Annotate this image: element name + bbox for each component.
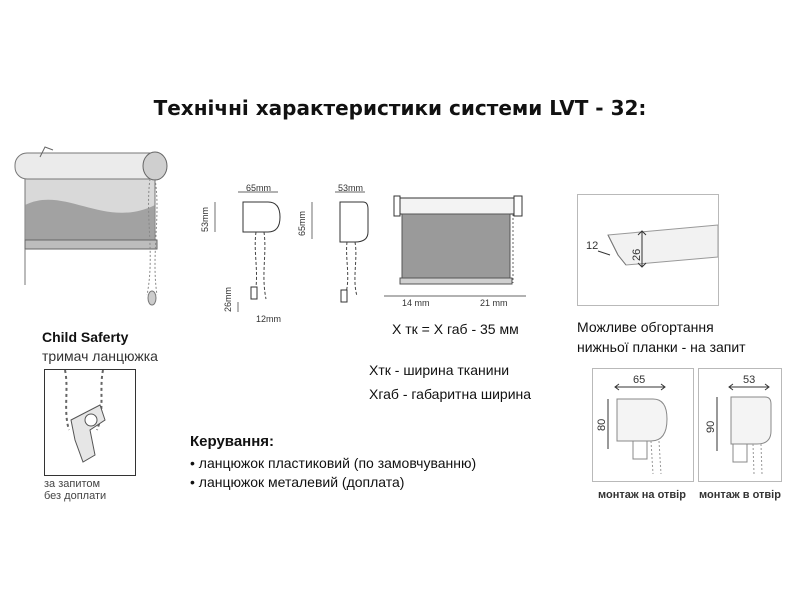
mount-into-label: монтаж в отвір (699, 489, 781, 501)
mount-hole-label: монтаж на отвір (598, 489, 686, 501)
definition-fabric-width: Хтк - ширина тканини (369, 362, 510, 378)
front-view-drawing: 14 mm 21 mm (384, 195, 526, 308)
profile-left-drop: 26mm (223, 287, 233, 312)
mount-hole-width: 65 (633, 374, 645, 386)
bottom-bar-dim-a: 12 (586, 240, 598, 252)
bottom-bar-detail: 12 26 (577, 194, 719, 306)
profile-right-width: 53mm (338, 183, 363, 193)
front-left-gap: 14 mm (402, 298, 430, 308)
child-safety-note-2: без доплати (44, 490, 107, 502)
profile-drawing-53x65: 53mm 65mm (297, 183, 369, 303)
profile-left-width: 65mm (246, 183, 271, 193)
front-right-gap: 21 mm (480, 298, 508, 308)
child-safety-note-1: за запитом (44, 478, 101, 490)
profile-left-offset: 12mm (256, 314, 281, 324)
mount-hole-height: 80 (596, 419, 608, 431)
bottom-bar-caption-2: нижньої планки - на запит (577, 339, 746, 355)
bottom-bar-caption-1: Можливе обгортання (577, 319, 714, 335)
control-heading: Керування: (190, 433, 275, 450)
roller-blind-illustration (14, 146, 168, 306)
width-formula: Х тк = Х габ - 35 мм (392, 321, 519, 337)
chain-holder-image (44, 369, 136, 476)
control-item-metal: • ланцюжок металевий (доплата) (190, 474, 405, 490)
definition-overall-width: Хгаб - габаритна ширина (369, 386, 532, 402)
mount-into-width: 53 (743, 374, 755, 386)
child-safety-subheading: тримач ланцюжка (42, 348, 158, 364)
mount-into-hole-image: 53 90 (698, 368, 782, 482)
child-safety-heading: Child Saferty (42, 329, 129, 345)
mount-into-height: 90 (705, 421, 717, 433)
profile-drawing-65x53: 65mm 53mm 26mm 12mm (200, 183, 281, 324)
profile-right-height: 65mm (297, 211, 307, 236)
page-title: Технічні характеристики системи LVT - 32… (153, 96, 647, 120)
profile-left-height: 53mm (200, 207, 210, 232)
mount-on-hole-image: 65 80 (592, 368, 694, 482)
bottom-bar-dim-b: 26 (631, 249, 643, 261)
control-item-plastic: • ланцюжок пластиковий (по замовчуванню) (190, 455, 477, 471)
